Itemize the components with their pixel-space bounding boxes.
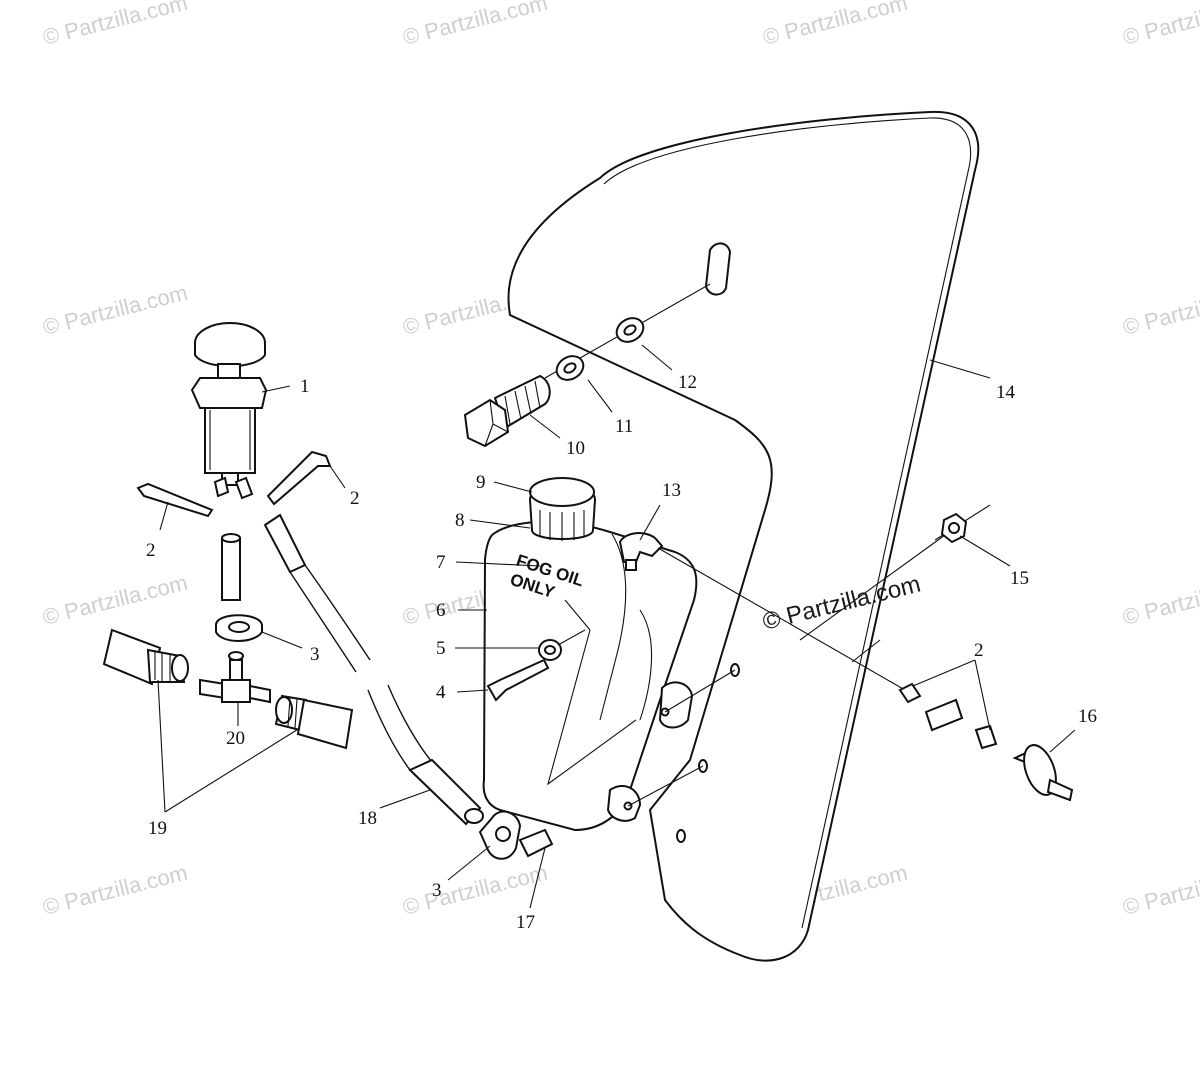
callout-19: 19 bbox=[148, 818, 167, 839]
callout-5: 5 bbox=[436, 638, 446, 659]
callout-2: 2 bbox=[146, 540, 156, 561]
vent-line-assembly bbox=[657, 504, 1074, 802]
callout-2: 2 bbox=[350, 488, 360, 509]
watermark: © Partzilla.com bbox=[40, 280, 190, 340]
callout-2: 2 bbox=[974, 640, 984, 661]
callout-9: 9 bbox=[476, 472, 486, 493]
watermark: © Partzilla.com bbox=[40, 0, 190, 50]
watermark: © Partzilla.com bbox=[1120, 860, 1200, 920]
callout-10: 10 bbox=[566, 438, 585, 459]
callout-13: 13 bbox=[662, 480, 681, 501]
callout-17: 17 bbox=[516, 912, 535, 933]
callout-3: 3 bbox=[432, 880, 442, 901]
callout-16: 16 bbox=[1078, 706, 1097, 727]
callout-4: 4 bbox=[436, 682, 446, 703]
callout-12: 12 bbox=[678, 372, 697, 393]
watermark: © Partzilla.com bbox=[1120, 570, 1200, 630]
oil-tank bbox=[478, 477, 736, 860]
primer-pump-assembly bbox=[136, 322, 484, 826]
fuel-line-tee-assembly bbox=[102, 628, 354, 750]
callout-14: 14 bbox=[996, 382, 1016, 403]
callout-3: 3 bbox=[310, 644, 320, 665]
callout-18: 18 bbox=[358, 808, 377, 829]
watermark: © Partzilla.com bbox=[400, 860, 550, 920]
callout-leaders bbox=[157, 344, 1076, 909]
watermark: © Partzilla.com bbox=[40, 570, 190, 630]
watermark: © Partzilla.com bbox=[1120, 280, 1200, 340]
callout-6: 6 bbox=[436, 600, 446, 621]
watermark: © Partzilla.com bbox=[1120, 0, 1200, 50]
callout-1: 1 bbox=[300, 376, 310, 397]
callout-15: 15 bbox=[1010, 568, 1029, 589]
watermark: © Partzilla.com bbox=[40, 860, 190, 920]
watermark: © Partzilla.com bbox=[400, 0, 550, 50]
callout-labels: 1 2 2 3 4 5 6 7 8 9 10 11 12 13 14 15 2 … bbox=[146, 372, 1097, 933]
callout-8: 8 bbox=[455, 510, 465, 531]
callout-20: 20 bbox=[226, 728, 245, 749]
callout-7: 7 bbox=[436, 552, 446, 573]
callout-11: 11 bbox=[615, 416, 633, 437]
tank-bolt-assembly bbox=[463, 283, 711, 448]
watermark: © Partzilla.com bbox=[760, 0, 910, 50]
